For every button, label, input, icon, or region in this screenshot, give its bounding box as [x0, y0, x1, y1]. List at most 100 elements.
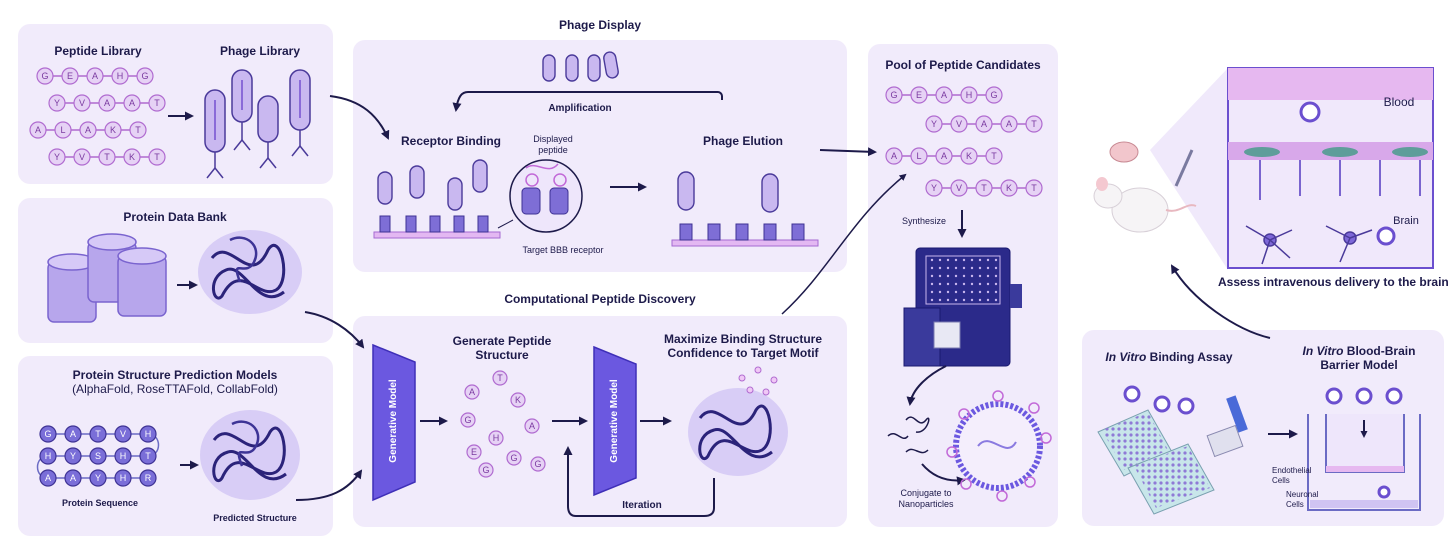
generative-model-label-2: Generative Model [609, 379, 620, 463]
sequence-bead-circle [39, 469, 57, 487]
pool-bead: K [966, 151, 972, 161]
pool-bead-circle [935, 86, 953, 104]
conjugate-label: Conjugate to Nanoparticles [898, 488, 954, 509]
pool-bead: T [981, 183, 987, 193]
sequence-bead: A [45, 473, 51, 483]
pdb-title: Protein Data Bank [123, 210, 227, 224]
peptide-bead: G [41, 71, 48, 81]
peptide-bead-circle [48, 94, 66, 112]
blood-label: Blood [1383, 95, 1415, 109]
sequence-bead: T [145, 451, 151, 461]
peptide-bead: T [154, 98, 160, 108]
pool-bead-circle [1025, 115, 1043, 133]
peptide-bead-circle [111, 67, 129, 85]
pool-bead: H [966, 90, 973, 100]
predicted-structure-label: Predicted Structure [213, 513, 297, 523]
generated-bead: A [529, 421, 535, 431]
sequence-bead-circle [89, 469, 107, 487]
pool-bead-circle [960, 86, 978, 104]
bbb-model-line2: Barrier Model [1320, 358, 1398, 372]
peptide-bead-circle [29, 121, 47, 139]
sequence-bead: Y [95, 473, 101, 483]
peptide-bead: T [154, 152, 160, 162]
peptide-bead: Y [54, 98, 60, 108]
pool-bead: T [1031, 119, 1037, 129]
sequence-bead: H [45, 451, 52, 461]
predicted-structure-icon [200, 410, 300, 500]
pool-bead: L [916, 151, 921, 161]
sequence-bead-circle [114, 425, 132, 443]
nanoparticle-icon [946, 390, 1052, 502]
peptide-bead: A [129, 98, 135, 108]
peptide-bead-circle [123, 94, 141, 112]
peptide-bead: G [141, 71, 148, 81]
pool-bead: G [990, 90, 997, 100]
prediction-title: Protein Structure Prediction Models [72, 368, 278, 382]
pool-bead-circle [950, 115, 968, 133]
pool-bead-circle [975, 115, 993, 133]
peptide-bead-circle [86, 67, 104, 85]
pool-bead: T [991, 151, 997, 161]
sequence-bead-circle [114, 447, 132, 465]
binding-structure-icon [688, 366, 788, 476]
peptide-bead-circle [36, 67, 54, 85]
generated-bead-circle [478, 462, 494, 478]
mouse-icon [1093, 141, 1197, 233]
phage-display-title: Phage Display [558, 18, 642, 32]
binding-assay-plates [1097, 395, 1248, 515]
peptide-bead-circle [148, 94, 166, 112]
pool-bead: Y [931, 183, 937, 193]
generated-bead: G [482, 465, 489, 475]
pool-bead: V [956, 119, 962, 129]
pool-bead-circle [1000, 115, 1018, 133]
peptide-bead-circle [136, 67, 154, 85]
peptide-bead: L [60, 125, 65, 135]
prediction-subtitle: (AlphaFold, RoseTTAFold, CollabFold) [72, 382, 278, 396]
sequence-bead: Y [70, 451, 76, 461]
sequence-bead: H [120, 451, 127, 461]
displayed-peptide-label: Displayed peptide [533, 134, 573, 155]
computational-title: Computational Peptide Discovery [504, 292, 696, 306]
pool-bead-circle [925, 115, 943, 133]
amplification-phages [542, 51, 619, 82]
peptide-bead: A [92, 71, 98, 81]
peptide-library-beads [38, 75, 157, 158]
amplification-label: Amplification [548, 103, 612, 114]
pool-title: Pool of Peptide Candidates [885, 58, 1041, 72]
synthesizer-machine [903, 247, 1022, 367]
sequence-bead-circle [64, 469, 82, 487]
peptide-bead-circle [148, 148, 166, 166]
peptide-bead: A [85, 125, 91, 135]
peptide-bead-circle [129, 121, 147, 139]
receptor-binding-label: Receptor Binding [400, 134, 501, 148]
sequence-bead-circle [64, 425, 82, 443]
generated-bead-circle [492, 370, 508, 386]
pool-bead-circle [985, 86, 1003, 104]
peptide-bead-circle [61, 67, 79, 85]
protein-sequence-label: Protein Sequence [61, 498, 139, 508]
pool-bead-circle [975, 179, 993, 197]
receptor-binding-scene [373, 159, 583, 239]
pool-peptide-lines [894, 94, 1034, 189]
phage-library-icons [204, 69, 311, 179]
sequence-bead: R [145, 473, 152, 483]
peptide-bead-circle [54, 121, 72, 139]
pool-bead: Y [931, 119, 937, 129]
database-icon [47, 233, 167, 323]
peptide-bead: V [79, 98, 85, 108]
generated-bead-circle [488, 430, 504, 446]
phage-library-title: Phage Library [219, 44, 301, 58]
generated-bead: G [534, 459, 541, 469]
peptide-bead-circle [104, 121, 122, 139]
peptide-bead: T [104, 152, 110, 162]
binding-assay-italic: In Vitro [1105, 350, 1147, 364]
pool-bead-circle [925, 179, 943, 197]
sequence-bead: A [70, 473, 76, 483]
pool-bead: A [981, 119, 987, 129]
brain-label: Brain [1393, 215, 1419, 227]
generated-bead: T [497, 373, 503, 383]
sequence-bead: H [120, 473, 127, 483]
iteration-label: Iteration [622, 500, 662, 511]
generated-bead: H [493, 433, 500, 443]
peptide-bead-circle [48, 148, 66, 166]
